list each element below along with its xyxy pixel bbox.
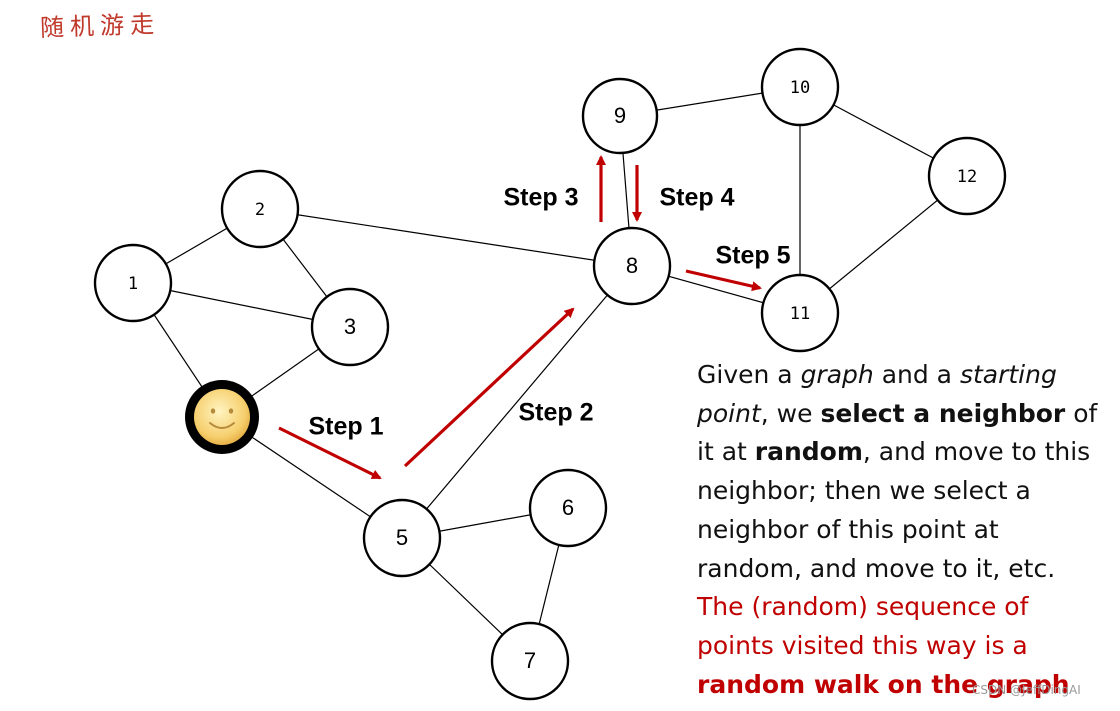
- smiley-face-icon: [194, 389, 250, 445]
- node-7: 7: [490, 621, 570, 701]
- node-circle: [93, 243, 173, 323]
- step-4-label: Step 4: [659, 184, 734, 212]
- caption-random-walk: random walk on the graph: [697, 669, 1070, 699]
- node-circle: [760, 47, 840, 127]
- node-circle: [362, 498, 442, 578]
- node-circle: [310, 287, 390, 367]
- node-circle: [760, 273, 840, 353]
- node-label: 8: [626, 253, 638, 278]
- node-label: 7: [524, 648, 536, 673]
- node-1: 1: [93, 243, 173, 323]
- arrows-layer: [278, 155, 762, 480]
- caption-starting-point: starting point: [697, 360, 1057, 428]
- node-2: 2: [220, 169, 300, 249]
- step-1-label: Step 1: [308, 413, 383, 441]
- step-labels-layer: Step 1 Step 2 Step 3 Step 4 Step 5: [308, 184, 790, 441]
- node-12: 12: [927, 136, 1007, 216]
- caption-text: Given a graph and a starting point, we s…: [697, 356, 1107, 704]
- node-label: 10: [790, 78, 810, 98]
- node-4: [185, 380, 259, 454]
- step-2-label: Step 2: [518, 399, 593, 427]
- edge-5-8: [401, 265, 633, 539]
- step-2-arrow: [403, 307, 575, 468]
- node-circle: [592, 226, 672, 306]
- caption-part: , and move to this neighbor; then we sel…: [697, 437, 1091, 583]
- node-11: 11: [760, 273, 840, 353]
- caption-red-part: The (random) sequence of points visited …: [697, 592, 1029, 660]
- node-label: 9: [614, 103, 626, 128]
- caption-part: and a: [873, 360, 960, 389]
- edge-2-8: [259, 208, 633, 267]
- node-9: 9: [581, 77, 659, 155]
- node-6: 6: [528, 468, 608, 548]
- node-label: 1: [128, 274, 138, 294]
- step-1-arrow: [278, 426, 382, 480]
- watermark: CSDN @JeffDingAI: [972, 683, 1081, 697]
- node-label: 2: [255, 200, 265, 220]
- caption-graph: graph: [800, 360, 874, 389]
- node-5: 5: [362, 498, 442, 578]
- node-circle: [490, 621, 570, 701]
- step-5-arrow: [685, 269, 762, 292]
- step-5-label: Step 5: [715, 242, 790, 270]
- node-label: 6: [562, 495, 574, 520]
- node-label: 3: [344, 314, 356, 339]
- node-8: 8: [592, 226, 672, 306]
- node-label: 5: [396, 525, 408, 550]
- node-circle: [528, 468, 608, 548]
- node-circle: [927, 136, 1007, 216]
- caption-part: , we: [760, 398, 821, 428]
- node-10: 10: [760, 47, 840, 127]
- caption-select-neighbor: select a neighbor: [820, 398, 1066, 428]
- caption-random: random: [754, 437, 863, 467]
- node-label: 11: [790, 304, 810, 324]
- node-3: 3: [310, 287, 390, 367]
- node-label: 12: [957, 167, 977, 187]
- node-circle: [581, 77, 659, 155]
- node-circle: [220, 169, 300, 249]
- caption-part: of it at: [697, 398, 1098, 467]
- step-3-label: Step 3: [503, 184, 578, 212]
- caption-part: Given a: [697, 360, 801, 389]
